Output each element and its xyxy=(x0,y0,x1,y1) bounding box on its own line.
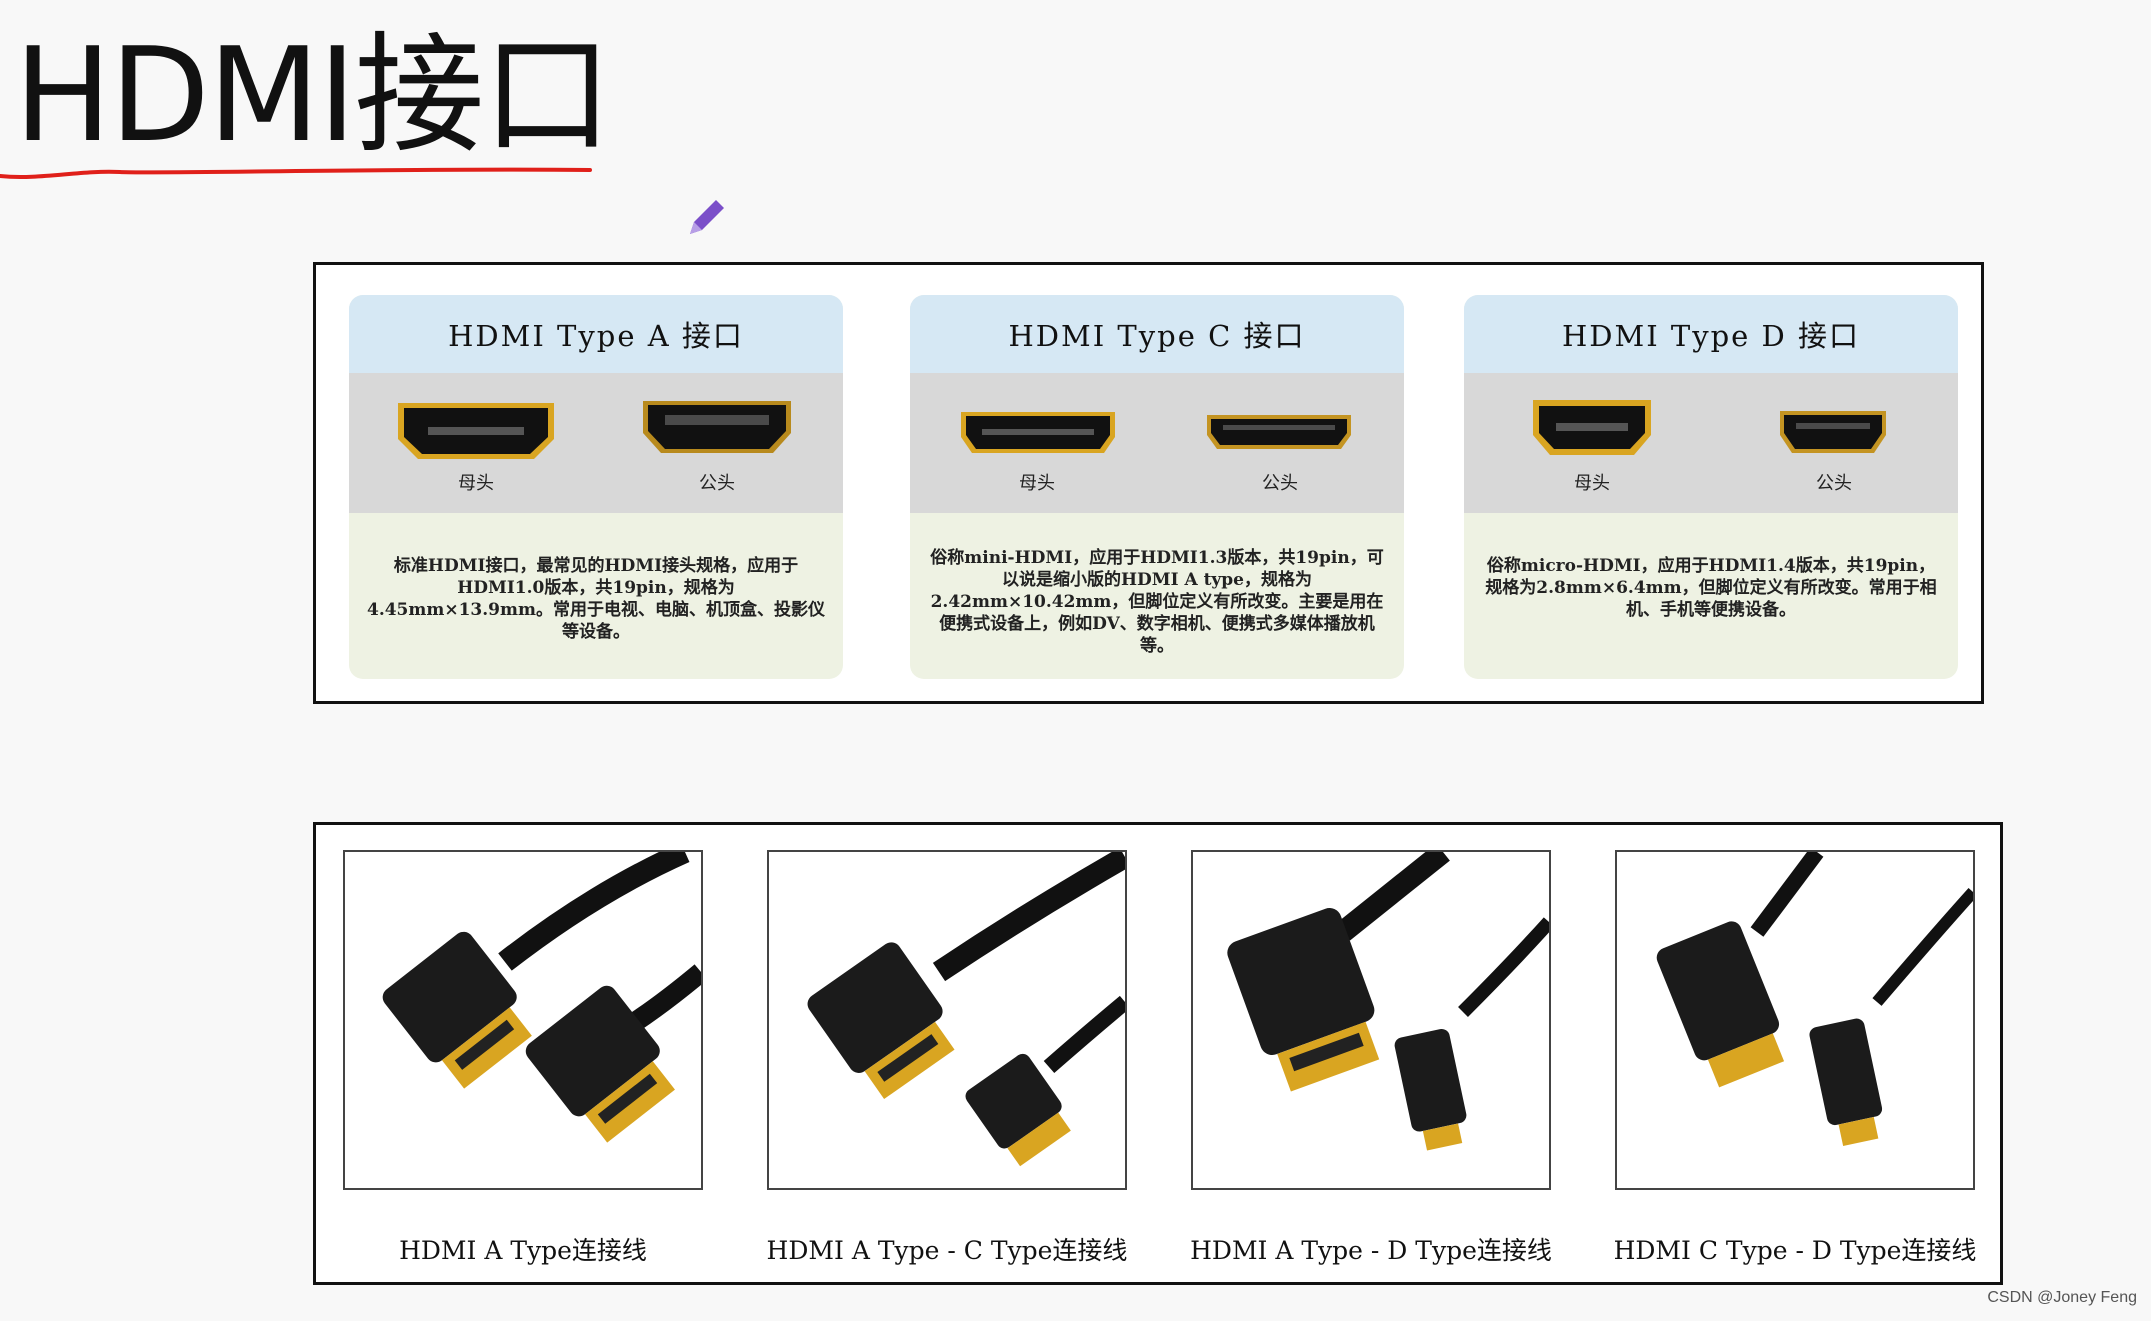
card-heading: HDMI Type D 接口 xyxy=(1464,295,1958,373)
female-label: 母头 xyxy=(1019,473,1055,494)
male-label: 公头 xyxy=(1816,473,1852,494)
title-underline xyxy=(0,167,592,179)
cable-photo-a-a xyxy=(343,850,703,1190)
card-type-a: HDMI Type A 接口 母头 公头 标准HDMI接口，最常见的HDMI接头… xyxy=(349,295,843,679)
card-heading: HDMI Type A 接口 xyxy=(349,295,843,373)
female-label: 母头 xyxy=(1574,473,1610,494)
female-port-icon xyxy=(398,403,554,459)
card-heading: HDMI Type C 接口 xyxy=(910,295,1404,373)
cable-photo-c-d xyxy=(1615,850,1975,1190)
interface-types-panel: HDMI Type A 接口 母头 公头 标准HDMI接口，最常见的HDMI接头… xyxy=(313,262,1984,704)
cable-caption: HDMI C Type - D Type连接线 xyxy=(1613,1236,1977,1265)
cables-panel: HDMI A Type连接线 HDMI A Type - C Type连接线 xyxy=(313,822,2003,1285)
ports-row: 母头 公头 xyxy=(910,373,1404,513)
male-label: 公头 xyxy=(699,473,735,494)
cable-caption: HDMI A Type - C Type连接线 xyxy=(766,1236,1128,1265)
male-label: 公头 xyxy=(1262,473,1298,494)
card-description: 标准HDMI接口，最常见的HDMI接头规格，应用于HDMI1.0版本，共19pi… xyxy=(366,556,825,642)
cable-photo-a-d xyxy=(1191,850,1551,1190)
card-description: 俗称micro-HDMI，应用于HDMI1.4版本，共19pin，规格为2.8m… xyxy=(1485,556,1937,620)
pen-icon[interactable] xyxy=(682,192,732,242)
card-type-d: HDMI Type D 接口 母头 公头 俗称micro-HDMI，应用于HDM… xyxy=(1464,295,1958,679)
male-plug-icon xyxy=(1207,415,1351,449)
female-port-icon xyxy=(1533,400,1651,455)
male-plug-icon xyxy=(643,401,791,453)
cable-caption: HDMI A Type - D Type连接线 xyxy=(1190,1236,1552,1265)
male-plug-icon xyxy=(1780,411,1886,453)
female-label: 母头 xyxy=(458,473,494,494)
female-port-icon xyxy=(961,412,1115,453)
ports-row: 母头 公头 xyxy=(1464,373,1958,513)
card-description: 俗称mini-HDMI，应用于HDMI1.3版本，共19pin，可以说是缩小版的… xyxy=(930,548,1384,656)
card-type-c: HDMI Type C 接口 母头 公头 俗称mini-HDMI，应用于HDMI… xyxy=(910,295,1404,679)
ports-row: 母头 公头 xyxy=(349,373,843,513)
page-title: HDMI接口 xyxy=(14,19,612,171)
cable-photo-a-c xyxy=(767,850,1127,1190)
cable-caption: HDMI A Type连接线 xyxy=(399,1236,647,1265)
watermark: CSDN @Joney Feng xyxy=(1987,1289,2137,1306)
